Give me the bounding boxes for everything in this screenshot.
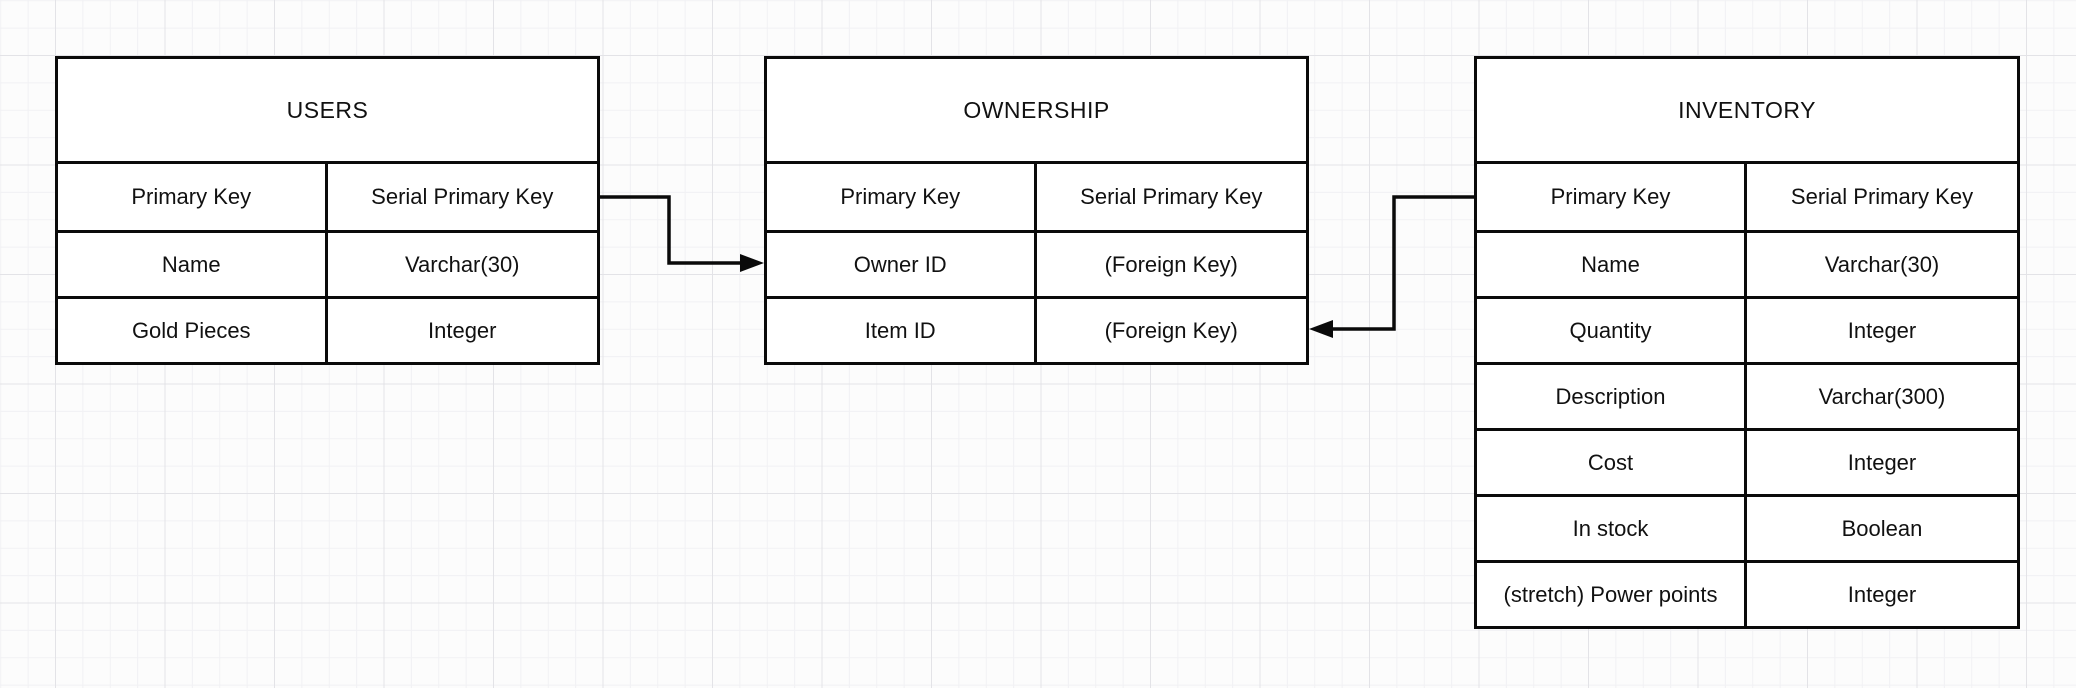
table-row: Owner ID (Foreign Key) [767, 230, 1306, 296]
field-name-cell: Cost [1477, 431, 1747, 494]
field-type-cell: (Foreign Key) [1104, 251, 1238, 277]
field-type-cell: Serial Primary Key [371, 184, 554, 209]
arrowhead-left-icon [1309, 320, 1333, 338]
field-name-cell: In stock [1477, 497, 1747, 560]
field-type-cell: Integer [428, 317, 497, 343]
connector-inventory-to-ownership[interactable] [1309, 195, 1474, 338]
table-row: (stretch) Power points Integer [1477, 560, 2017, 626]
field-name-cell: Primary Key [58, 164, 328, 230]
field-type-cell: Varchar(30) [404, 251, 520, 277]
field-type-cell: Varchar(30) [1824, 251, 1940, 277]
field-name-cell: Owner ID [767, 233, 1037, 296]
table-title-ownership: OWNERSHIP [767, 59, 1306, 164]
table-row: Description Varchar(300) [1477, 362, 2017, 428]
field-name-cell: (stretch) Power points [1477, 563, 1747, 626]
table-title-inventory: INVENTORY [1477, 59, 2017, 164]
field-name-cell: Quantity [1477, 299, 1747, 362]
table-title-users: USERS [58, 59, 597, 164]
entity-table-users[interactable]: USERS Primary Key Serial Primary Key Nam… [55, 56, 600, 365]
connector-users-to-ownership[interactable] [600, 195, 764, 272]
field-name-cell: Primary Key [767, 164, 1037, 230]
field-type-cell: Serial Primary Key [1790, 184, 1974, 209]
entity-table-inventory[interactable]: INVENTORY Primary Key Serial Primary Key… [1474, 56, 2020, 629]
table-row: Name Varchar(30) [1477, 230, 2017, 296]
table-row: In stock Boolean [1477, 494, 2017, 560]
field-name-cell: Description [1477, 365, 1747, 428]
field-name-cell: Gold Pieces [58, 299, 328, 362]
entity-table-ownership[interactable]: OWNERSHIP Primary Key Serial Primary Key… [764, 56, 1309, 365]
table-row: Primary Key Serial Primary Key [767, 164, 1306, 230]
arrowhead-right-icon [740, 254, 764, 272]
table-row: Gold Pieces Integer [58, 296, 597, 362]
field-type-cell: Integer [1847, 317, 1917, 343]
table-row: Name Varchar(30) [58, 230, 597, 296]
field-type-cell: Integer [1847, 581, 1917, 607]
table-row: Item ID (Foreign Key) [767, 296, 1306, 362]
field-type-cell: Boolean [1841, 515, 1923, 541]
table-row: Primary Key Serial Primary Key [1477, 164, 2017, 230]
field-type-cell: Varchar(300) [1818, 383, 1946, 409]
field-type-cell: (Foreign Key) [1104, 317, 1238, 343]
table-row: Quantity Integer [1477, 296, 2017, 362]
field-name-cell: Primary Key [1477, 164, 1747, 230]
field-name-cell: Item ID [767, 299, 1037, 362]
field-type-cell: Serial Primary Key [1080, 184, 1263, 209]
field-name-cell: Name [1477, 233, 1747, 296]
table-row: Cost Integer [1477, 428, 2017, 494]
field-type-cell: Integer [1847, 449, 1917, 475]
field-name-cell: Name [58, 233, 328, 296]
table-row: Primary Key Serial Primary Key [58, 164, 597, 230]
